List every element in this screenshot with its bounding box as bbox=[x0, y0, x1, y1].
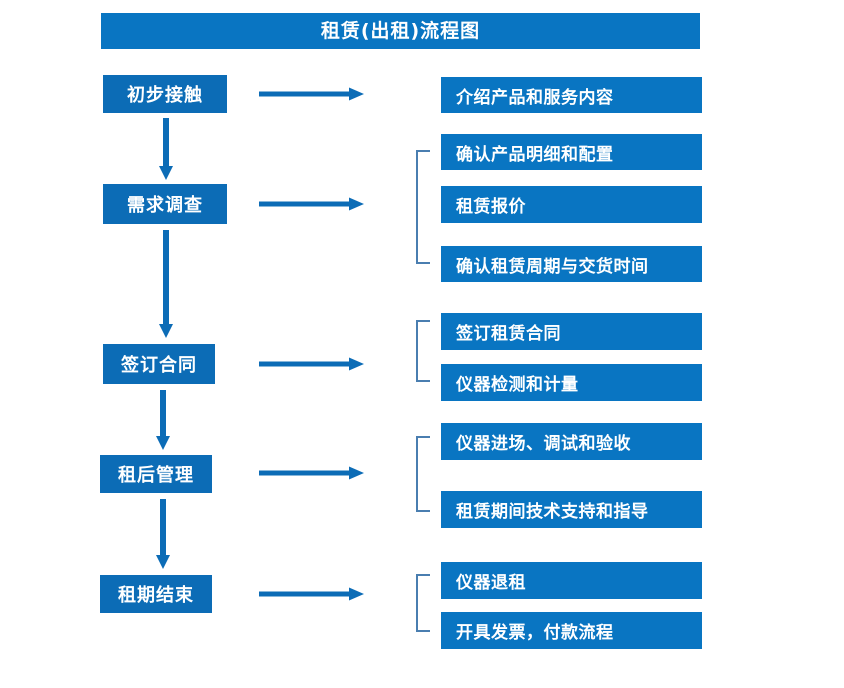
detail-box[interactable]: 签订租赁合同 bbox=[441, 313, 702, 350]
detail-box[interactable]: 仪器退租 bbox=[441, 562, 702, 599]
detail-box[interactable]: 仪器进场、调试和验收 bbox=[441, 423, 702, 460]
arrow-contact-to-intro-icon bbox=[259, 86, 365, 102]
arrow-management-to-end-icon bbox=[154, 499, 172, 569]
bracket-survey-group-icon bbox=[416, 150, 430, 264]
stage-box[interactable]: 租期结束 bbox=[100, 575, 212, 613]
stage-box[interactable]: 初步接触 bbox=[103, 75, 227, 113]
arrow-end-to-return-icon bbox=[259, 586, 365, 602]
bracket-management-group-icon bbox=[416, 436, 430, 512]
bracket-contract-group-icon bbox=[416, 320, 430, 382]
detail-box[interactable]: 仪器检测和计量 bbox=[441, 364, 702, 401]
stage-box[interactable]: 租后管理 bbox=[100, 455, 212, 493]
page-title: 租赁(出租)流程图 bbox=[101, 13, 700, 49]
stage-box[interactable]: 需求调查 bbox=[103, 184, 227, 224]
detail-box[interactable]: 租赁期间技术支持和指导 bbox=[441, 491, 702, 528]
detail-box[interactable]: 确认租赁周期与交货时间 bbox=[441, 246, 702, 282]
arrow-survey-to-details-icon bbox=[259, 196, 365, 212]
stage-box[interactable]: 签订合同 bbox=[103, 344, 215, 384]
arrow-contract-to-management-icon bbox=[154, 390, 172, 450]
arrow-survey-to-contract-icon bbox=[157, 230, 175, 338]
detail-box[interactable]: 租赁报价 bbox=[441, 186, 702, 223]
arrow-management-to-onsite-icon bbox=[259, 465, 365, 481]
arrow-contract-to-sign-icon bbox=[259, 356, 365, 372]
detail-box[interactable]: 确认产品明细和配置 bbox=[441, 134, 702, 170]
detail-box[interactable]: 介绍产品和服务内容 bbox=[441, 77, 702, 113]
bracket-end-group-icon bbox=[416, 574, 430, 632]
detail-box[interactable]: 开具发票，付款流程 bbox=[441, 612, 702, 649]
arrow-contact-to-survey-icon bbox=[157, 118, 175, 180]
